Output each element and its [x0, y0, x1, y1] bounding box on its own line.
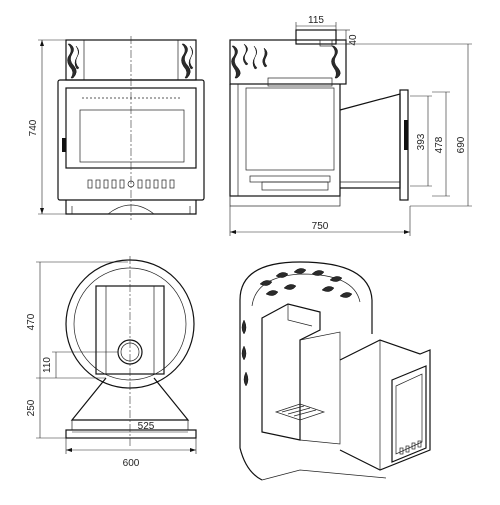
iso-tunnel [339, 339, 431, 471]
side-firebox [245, 87, 335, 171]
side-top-offset-dimension: 115 [295, 15, 337, 30]
side-base [229, 195, 341, 207]
side-door-height-dimension: 393 [410, 95, 432, 187]
back-leg-height-dimension: 250 [26, 378, 66, 439]
isometric-cutaway-view [239, 261, 431, 481]
dim-side-width: 750 [312, 221, 329, 232]
dim-back-upper-height: 470 [26, 313, 37, 330]
side-width-dimension: 750 [229, 206, 411, 236]
dim-back-leg-height: 250 [26, 399, 37, 416]
back-upper-height-dimension: 470 [26, 261, 128, 378]
dim-side-top-offset: 115 [308, 15, 324, 26]
dim-back-pipe-height: 110 [42, 357, 53, 373]
dim-back-base-width: 600 [123, 458, 140, 469]
side-view: 115 40 393 478 690 [229, 15, 472, 236]
front-door-glass [79, 109, 185, 163]
front-stones-left [67, 43, 80, 79]
dim-side-total-height: 690 [456, 136, 467, 153]
back-base-width-dimension: 600 [65, 438, 197, 469]
dim-back-inner-width: 525 [138, 421, 155, 432]
front-stones-right [181, 43, 194, 79]
back-view: 470 110 250 525 600 [26, 256, 197, 469]
side-tunnel [339, 93, 401, 189]
iso-stone-container [239, 261, 373, 334]
front-view: 740 [28, 36, 205, 220]
side-top-gap-dimension: 40 [336, 29, 359, 46]
side-total-height-dimension: 690 [346, 43, 472, 207]
back-pipe-height-dimension: 110 [36, 351, 118, 379]
iso-firebox [261, 303, 321, 441]
side-tunnel-height-dimension: 478 [432, 91, 450, 197]
dim-side-tunnel-height: 478 [434, 136, 445, 153]
side-body [229, 84, 341, 197]
side-grate [249, 175, 331, 183]
side-stone-mesh [229, 39, 347, 85]
iso-tunnel-door [391, 365, 427, 463]
iso-grate [274, 403, 326, 421]
front-ash-vents [87, 179, 175, 189]
iso-stones [241, 268, 353, 387]
back-inner-width-dimension: 525 [72, 421, 188, 433]
iso-door-vents [399, 440, 422, 455]
front-door-handle [62, 138, 66, 152]
dim-front-height: 740 [28, 119, 39, 136]
side-stones [231, 43, 341, 79]
back-base [65, 429, 197, 439]
dim-side-top-gap: 40 [348, 34, 359, 46]
dim-side-door-height: 393 [416, 133, 427, 150]
side-top-pipe [295, 29, 337, 45]
front-height-dimension: 740 [28, 39, 66, 215]
